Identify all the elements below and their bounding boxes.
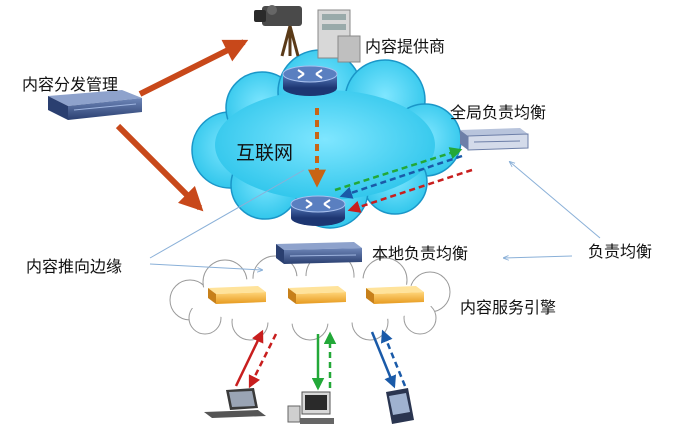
- load-balance-to-llb-line: [504, 256, 573, 258]
- load-balance-to-glb-line: [510, 162, 601, 239]
- content-service-engine-label: 内容服务引擎: [460, 298, 557, 317]
- local-load-balance-rack-icon: [276, 242, 362, 264]
- push-edge-pointer-line: [149, 169, 305, 259]
- mgmt-to-edge-arrow: [115, 123, 204, 212]
- internet-cloud: [191, 49, 462, 229]
- content-delivery-mgmt-rack-icon: [48, 90, 142, 120]
- laptop-icon: [204, 388, 266, 418]
- global-load-balance-rack-icon: [460, 128, 529, 151]
- global-load-balance-label: 全局负责均衡: [450, 103, 547, 122]
- content-push-edge-label: 内容推向边缘: [26, 257, 123, 276]
- load-balance-label: 负责均衡: [588, 242, 653, 261]
- video-camera-icon: [254, 5, 302, 57]
- router-icon-top: [282, 65, 338, 96]
- server-tower-icon: [317, 9, 361, 63]
- internet-label: 互联网: [236, 142, 294, 164]
- mgmt-to-provider-arrow: [138, 39, 249, 97]
- laptop-down-red-dashed-arrow: [248, 333, 278, 389]
- content-delivery-mgmt-label: 内容分发管理: [22, 75, 119, 94]
- push-edge-to-service-line: [149, 263, 262, 270]
- router-icon-bottom: [290, 195, 346, 226]
- local-load-balance-label: 本地负责均衡: [372, 244, 469, 263]
- cache-engine-icon-1: [208, 286, 266, 304]
- pda-up-blue-dashed-arrow: [380, 329, 407, 387]
- pda-icon: [386, 388, 414, 424]
- glb-green-dashed-arrow: [334, 147, 463, 192]
- cache-engine-icon-3: [366, 286, 424, 304]
- desktop-computer-icon: [287, 391, 334, 424]
- pda-down-blue-arrow: [370, 331, 397, 389]
- content-provider-label: 内容提供商: [365, 37, 446, 56]
- glb-red-dashed-arrow: [347, 168, 473, 213]
- cache-engine-icon-2: [288, 286, 346, 304]
- laptop-up-red-arrow: [234, 329, 264, 387]
- glb-blue-dashed-arrow: [339, 154, 463, 199]
